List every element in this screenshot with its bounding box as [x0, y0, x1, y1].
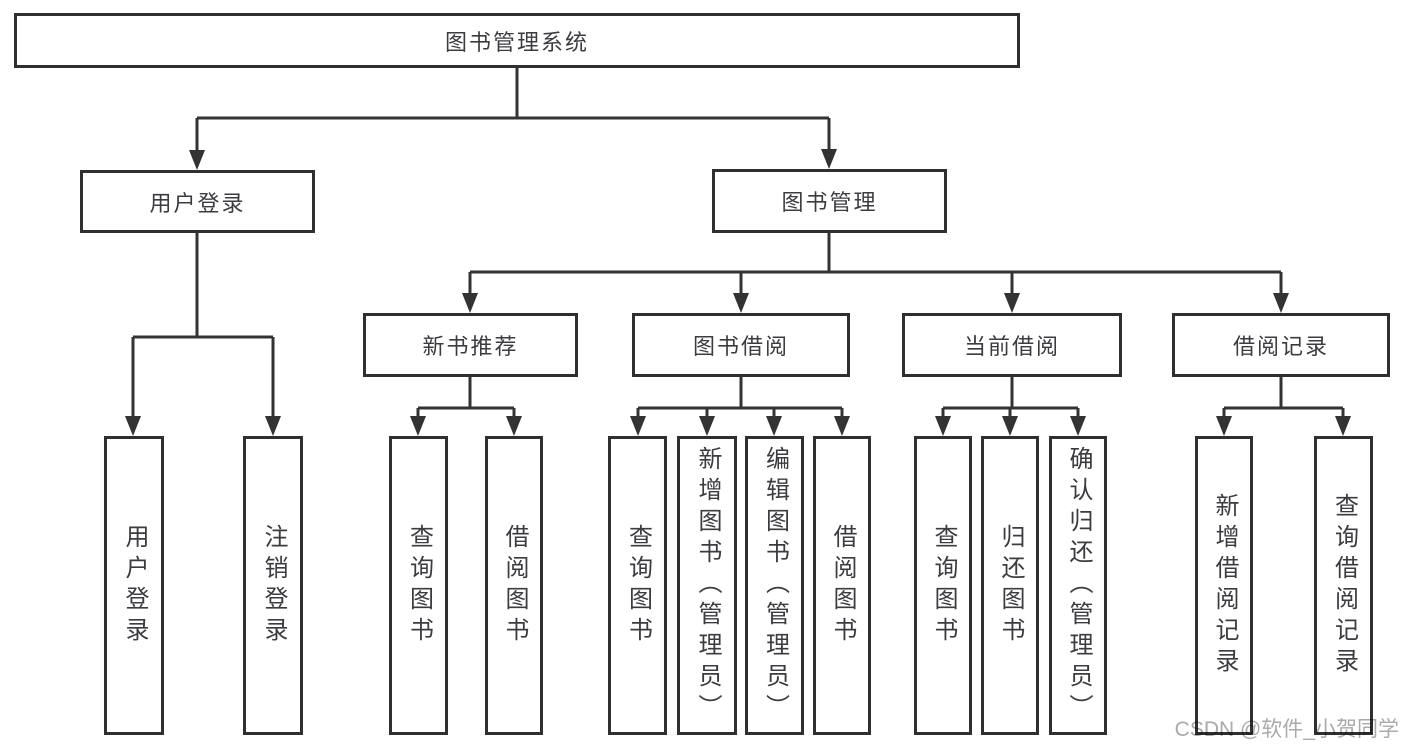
leaf-query-books-2: 查询图书: [608, 436, 667, 735]
leaf-add-borrow-record: 新增借阅记录: [1195, 436, 1253, 735]
leaf-query-books-3: 查询图书: [914, 436, 972, 735]
leaf-confirm-return-admin: 确认归还（管理员）: [1049, 436, 1107, 735]
node-current-borrow-label: 当前借阅: [963, 334, 1060, 359]
node-root-label: 图书管理系统: [444, 29, 589, 55]
csdn-watermark: CSDN @软件_小贺同学: [1174, 718, 1399, 741]
node-root: 图书管理系统: [14, 13, 1020, 68]
arrowheads: [125, 149, 1351, 436]
node-book-borrow-label: 图书借阅: [692, 334, 789, 359]
leaf-query-books-1: 查询图书: [389, 436, 448, 735]
node-user-login-label: 用户登录: [149, 190, 246, 216]
node-new-book-recommend-label: 新书推荐: [422, 334, 519, 359]
leaf-add-books-admin: 新增图书（管理员）: [677, 436, 737, 735]
leaf-logout: 注销登录: [243, 436, 303, 735]
leaf-borrow-books-1: 借阅图书: [485, 436, 543, 735]
node-book-borrow: 图书借阅: [632, 313, 850, 377]
node-new-book-recommend: 新书推荐: [363, 313, 578, 377]
leaf-edit-books-admin: 编辑图书（管理员）: [745, 436, 804, 735]
node-borrow-records-label: 借阅记录: [1232, 334, 1329, 359]
node-user-login: 用户登录: [80, 170, 315, 233]
leaf-return-books: 归还图书: [981, 436, 1039, 735]
node-current-borrow: 当前借阅: [902, 313, 1122, 377]
node-book-management: 图书管理: [712, 169, 947, 233]
node-book-management-label: 图书管理: [781, 190, 878, 215]
leaf-user-login: 用户登录: [104, 436, 164, 735]
node-borrow-records: 借阅记录: [1172, 313, 1390, 377]
leaf-borrow-books-2: 借阅图书: [813, 436, 871, 735]
leaf-query-borrow-record: 查询借阅记录: [1314, 436, 1373, 735]
